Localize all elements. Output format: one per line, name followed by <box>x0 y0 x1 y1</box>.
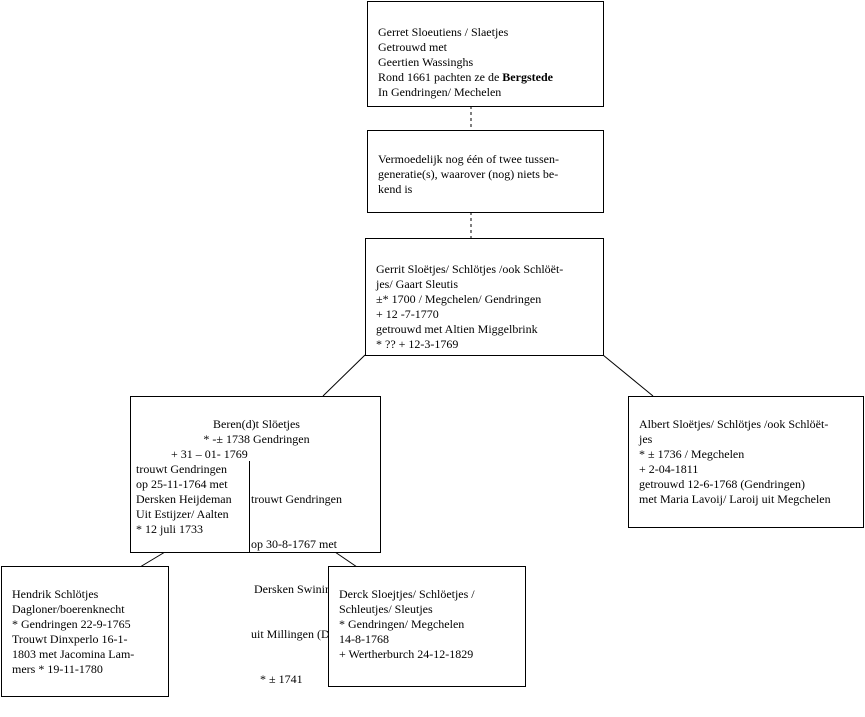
derck-death: + Wertherburch 24-12-1829 <box>339 647 474 661</box>
note-box-intermediate-generation: Vermoedelijk nog één of twee tussen- gen… <box>367 130 604 213</box>
berend-death: + 31 – 01- 1769 <box>171 447 248 461</box>
person-box-gerrit: Gerrit Sloëtjes/ Schlötjes /ook Schlöët-… <box>365 238 604 356</box>
gerret-married-label: Getrouwd met <box>378 40 447 54</box>
gerret-lease-text: Rond 1661 pachten ze de <box>378 70 503 84</box>
note-line-3: kend is <box>378 182 413 196</box>
derck-name-1: Derck Sloejtjes/ Schlöetjes / <box>339 587 475 601</box>
marriage-2-line-3: Dersken Swining <box>251 582 337 596</box>
derck-name-2: Schleutjes/ Sleutjes <box>339 602 433 616</box>
berend-marriage-divider <box>249 461 250 553</box>
gerret-spouse: Geertien Wassinghs <box>378 55 474 69</box>
marriage-1-line-4: Uit Estijzer/ Aalten <box>136 507 229 521</box>
gerrit-death: + 12 -7-1770 <box>376 307 439 321</box>
person-box-berend: Beren(d)t Slöetjes * -± 1738 Gendringen … <box>130 396 382 686</box>
albert-name-2: jes <box>639 432 653 446</box>
marriage-1-line-3: Dersken Heijdeman <box>136 492 232 506</box>
bergstede-bold: Bergstede <box>502 70 553 84</box>
hendrik-spouse-birth: mers * 19-11-1780 <box>12 662 103 676</box>
berend-marriage-1: trouwt Gendringen op 25-11-1764 met Ders… <box>136 462 232 537</box>
person-box-derck: Derck Sloejtjes/ Schlöetjes / Schleutjes… <box>328 566 526 687</box>
hendrik-marriage-1: Trouwt Dinxperlo 16-1- <box>12 632 128 646</box>
hendrik-birth: * Gendringen 22-9-1765 <box>12 617 131 631</box>
gerrit-birth: ±* 1700 / Megchelen/ Gendringen <box>376 292 542 306</box>
marriage-2-line-1: trouwt Gendringen <box>251 492 342 506</box>
gerrit-spouse-dates: * ?? + 12-3-1769 <box>376 337 459 351</box>
person-box-hendrik: Hendrik Schlötjes Dagloner/boerenknecht … <box>1 566 169 697</box>
marriage-2-line-5: * ± 1741 <box>251 672 303 686</box>
person-box-albert: Albert Sloëtjes/ Schlötjes /ook Schlöët-… <box>628 396 864 528</box>
note-line-2: generatie(s), waarover (nog) niets be- <box>378 167 559 181</box>
gerret-lease-line: Rond 1661 pachten ze de Bergstede <box>378 70 603 85</box>
albert-birth: * ± 1736 / Megchelen <box>639 447 745 461</box>
hendrik-occupation: Dagloner/boerenknecht <box>12 602 125 616</box>
marriage-1-line-1: trouwt Gendringen <box>136 462 227 476</box>
connector-berend-derck <box>334 551 358 568</box>
hendrik-name: Hendrik Schlötjes <box>12 587 99 601</box>
albert-marriage: getrouwd 12-6-1768 (Gendringen) <box>639 477 805 491</box>
gerret-name: Gerret Sloeutiens / Slaetjes <box>378 25 509 39</box>
berend-marriage-2: trouwt Gendringen op 30-8-1767 met Dersk… <box>251 462 343 717</box>
note-line-1: Vermoedelijk nog één of twee tussen- <box>378 152 559 166</box>
derck-birth-date: 14-8-1768 <box>339 632 389 646</box>
derck-birth-place: * Gendringen/ Megchelen <box>339 617 465 631</box>
marriage-1-line-5: * 12 juli 1733 <box>136 522 204 536</box>
marriage-2-line-2: op 30-8-1767 met <box>251 537 337 551</box>
connector-lines <box>139 106 654 568</box>
hendrik-marriage-2: 1803 met Jacomina Lam- <box>12 647 135 661</box>
gerret-place: In Gendringen/ Mechelen <box>378 85 502 99</box>
gerrit-name-2: jes/ Gaart Sleutis <box>376 277 458 291</box>
marriage-1-line-2: op 25-11-1764 met <box>136 477 228 491</box>
albert-spouse: met Maria Lavoij/ Laroij uit Megchelen <box>639 492 831 506</box>
berend-birth: * -± 1738 Gendringen <box>203 432 310 446</box>
gerrit-name-1: Gerrit Sloëtjes/ Schlötjes /ook Schlöët- <box>376 262 564 276</box>
person-box-gerret: Gerret Sloeutiens / Slaetjes Getrouwd me… <box>367 1 604 107</box>
albert-death: + 2-04-1811 <box>639 462 699 476</box>
connector-berend-hendrik <box>139 551 166 568</box>
connector-gerrit-berend <box>322 354 366 397</box>
berend-header: Beren(d)t Slöetjes * -± 1738 Gendringen <box>131 417 382 447</box>
connector-gerrit-albert <box>602 354 654 397</box>
gerrit-marriage: getrouwd met Altien Miggelbrink <box>376 322 538 336</box>
albert-name-1: Albert Sloëtjes/ Schlötjes /ook Schlöët- <box>639 417 829 431</box>
berend-name: Beren(d)t Slöetjes <box>213 417 300 431</box>
